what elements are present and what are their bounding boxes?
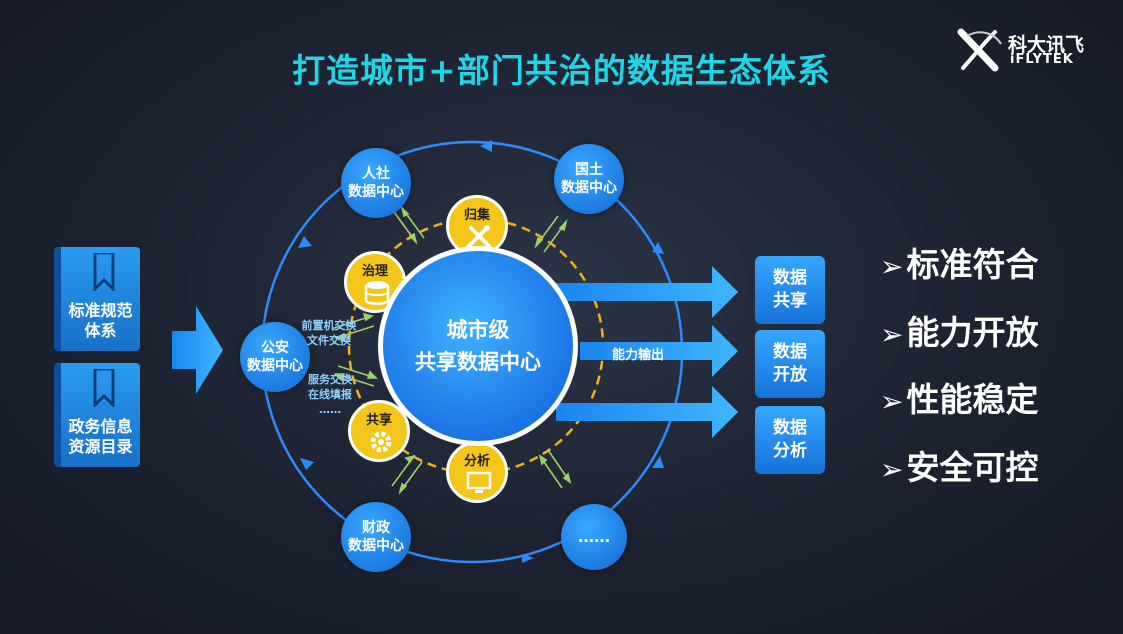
node-label: 归集: [463, 208, 490, 223]
feature-item: ➢标准符合: [880, 238, 1038, 286]
feature-text: 性能稳定: [906, 380, 1039, 419]
node-line1: 人社: [362, 166, 390, 182]
logo-mark-icon: [957, 28, 1002, 72]
exchange-line: 文件交换: [307, 334, 351, 347]
arrow-bullet-icon: ➢: [880, 453, 904, 486]
center-line2: 共享数据中心: [415, 350, 541, 374]
box-line2: 分析: [773, 441, 807, 461]
feature-text: 安全可控: [906, 448, 1039, 487]
box-line1: 数据: [773, 342, 807, 362]
standards-book: 标准规范 体系: [54, 247, 140, 351]
output-arrow-share: [556, 266, 738, 318]
exchange-line: 在线填报: [308, 388, 352, 401]
node-label: 分析: [463, 454, 490, 469]
exchange-arrows: [333, 205, 572, 495]
exchange-line: 服务交换: [308, 373, 352, 386]
feature-item: ➢能力开放: [880, 306, 1038, 354]
tools-icon: [466, 225, 491, 249]
monitor-icon: [466, 471, 492, 493]
node-line2: 数据中心: [348, 184, 404, 200]
box-line2: 共享: [773, 291, 807, 311]
bookmark-icon: [93, 369, 115, 407]
gongan-data-center-node: 公安数据中心: [240, 322, 310, 392]
renshe-data-center-node: 人社数据中心: [341, 148, 411, 218]
arrow-bullet-icon: ➢: [880, 250, 904, 283]
feature-text: 标准符合: [906, 245, 1039, 284]
book-line1: 政务信息: [68, 417, 133, 436]
gongxiang-node: 共享: [348, 400, 410, 462]
logo-text-cn: 科大讯飞: [1008, 34, 1085, 56]
book-line1: 标准规范: [68, 301, 133, 320]
node-line1: 国土: [575, 162, 603, 178]
arrow-bullet-icon: ➢: [880, 318, 904, 351]
output-label: 能力输出: [612, 348, 665, 363]
box-line1: 数据: [773, 418, 807, 438]
input-arrow: [172, 306, 223, 394]
node-line1: ……: [578, 527, 610, 546]
box-line1: 数据: [773, 268, 807, 288]
exchange-line: 前置机交换: [301, 319, 357, 332]
page-title: 打造城市+部门共治的数据生态体系: [292, 51, 831, 90]
catalog-book: 政务信息 资源目录: [54, 363, 140, 467]
iflytek-logo: 科大讯飞 iFLYTEK: [955, 28, 1095, 74]
ring-arrowhead: [522, 554, 534, 563]
ring-arrowhead: [300, 458, 314, 470]
book-line2: 资源目录: [68, 437, 133, 456]
gear-icon: [370, 431, 392, 453]
node-line2: 数据中心: [247, 358, 303, 374]
caizheng-data-center-node: 财政数据中心: [341, 502, 411, 572]
bookmark-icon: [93, 253, 115, 291]
exchange-label-mid: 服务交换 在线填报 ……: [302, 372, 358, 417]
output-arrow-open: [580, 325, 738, 377]
fenxi-node: 分析: [446, 441, 508, 503]
ring-arrowhead: [652, 242, 664, 254]
feature-item: ➢性能稳定: [880, 373, 1038, 421]
node-label: 治理: [361, 264, 388, 279]
box-line2: 开放: [773, 365, 807, 385]
ring-arrowhead: [480, 140, 492, 152]
guotu-data-center-node: 国土数据中心: [554, 144, 624, 214]
feature-text: 能力开放: [906, 313, 1039, 352]
exchange-dots: ……: [319, 403, 341, 416]
node-line2: 数据中心: [348, 538, 404, 554]
more-data-center-node: ……: [561, 504, 627, 570]
data-share-box: 数据共享: [755, 256, 825, 324]
arrow-bullet-icon: ➢: [880, 385, 904, 418]
output-arrow-analysis: [556, 386, 738, 438]
feature-item: ➢安全可控: [880, 441, 1038, 489]
data-analysis-box: 数据分析: [755, 406, 825, 474]
logo-text-en: iFLYTEK: [1010, 52, 1074, 67]
ring-arrowhead: [298, 236, 312, 248]
node-line1: 公安: [261, 340, 289, 356]
center-line1: 城市级: [446, 318, 510, 342]
ring-arrowhead: [652, 456, 664, 468]
node-line2: 数据中心: [561, 180, 617, 196]
book-line2: 体系: [84, 321, 117, 340]
node-line1: 财政: [362, 520, 390, 536]
node-label: 共享: [365, 413, 392, 428]
data-open-box: 数据开放: [755, 330, 825, 398]
city-shared-data-center: 城市级 共享数据中心: [378, 246, 578, 446]
exchange-label-top: 前置机交换 文件交换: [298, 318, 360, 348]
